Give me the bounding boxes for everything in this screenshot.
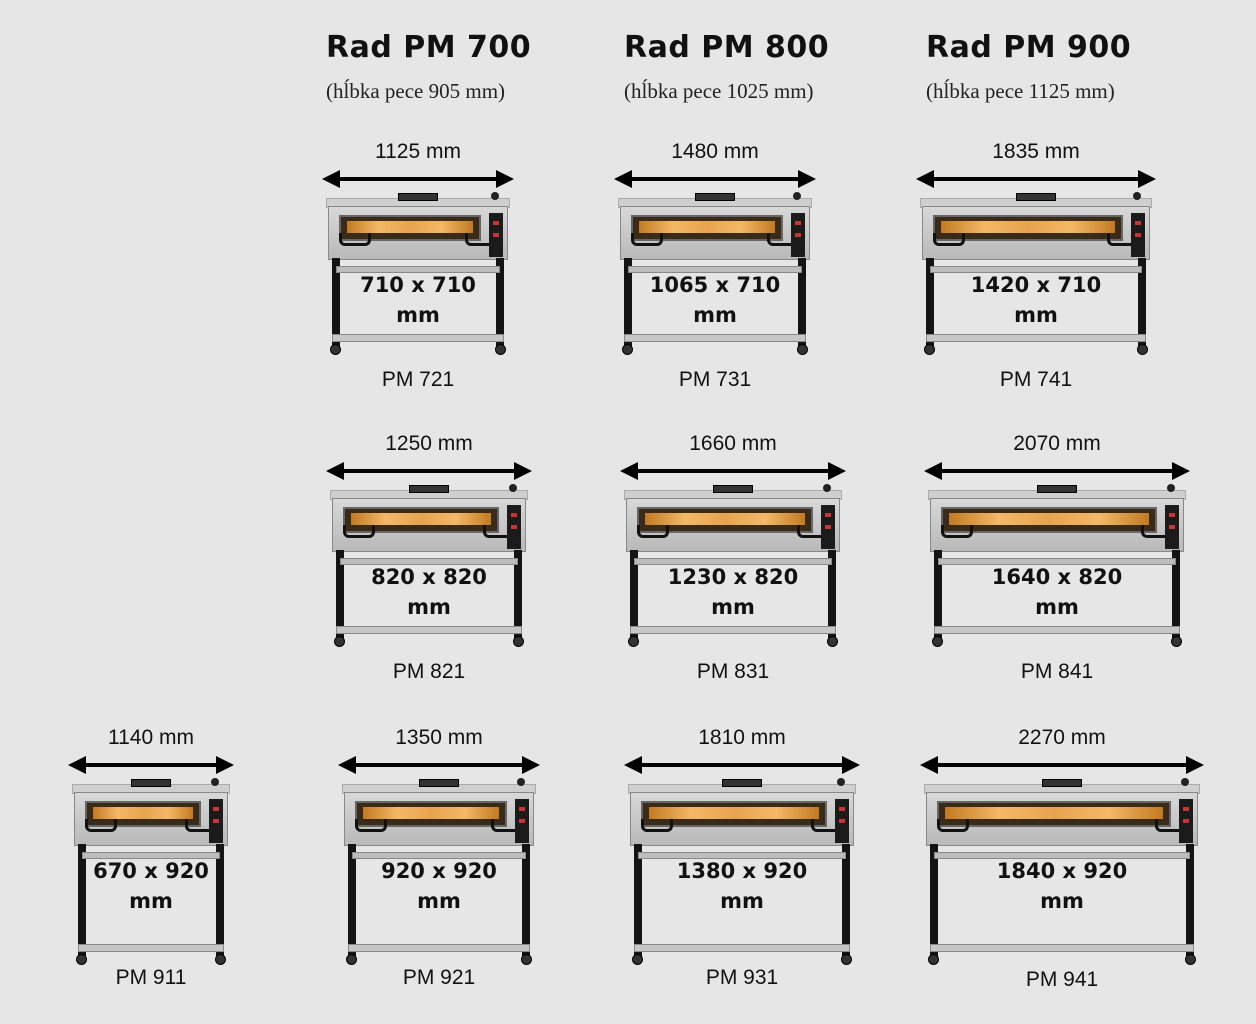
width-arrow: [338, 756, 540, 774]
model-label: PM 841: [1020, 660, 1094, 683]
oven-image: [628, 778, 856, 965]
width-label: 1350 mm: [395, 726, 483, 749]
column-header-pm700: Rad PM 700 (hĺbka pece 905 mm): [326, 30, 531, 104]
column-title: Rad PM 900: [926, 30, 1132, 65]
width-arrow: [614, 170, 816, 188]
model-label: PM 941: [1025, 968, 1099, 991]
column-title: Rad PM 700: [326, 30, 532, 65]
width-label: 2270 mm: [1018, 726, 1106, 749]
column-header-pm900: Rad PM 900 (hĺbka pece 1125 mm): [926, 30, 1131, 104]
width-label: 1835 mm: [992, 140, 1080, 163]
oven-image: [326, 192, 510, 355]
width-label: 2070 mm: [1013, 432, 1101, 455]
model-label: PM 911: [115, 966, 187, 989]
model-label: PM 731: [678, 368, 752, 391]
model-label: PM 921: [402, 966, 476, 989]
width-arrow: [924, 462, 1190, 480]
model-label: PM 821: [392, 660, 466, 683]
width-label: 1810 mm: [698, 726, 786, 749]
oven-image: [618, 192, 812, 355]
width-label: 1125 mm: [375, 140, 461, 163]
model-label: PM 931: [705, 966, 779, 989]
oven-image: [924, 778, 1200, 965]
width-arrow: [620, 462, 846, 480]
oven-image: [342, 778, 536, 965]
column-subtitle: (hĺbka pece 1125 mm): [926, 79, 1115, 103]
width-arrow: [326, 462, 532, 480]
column-title: Rad PM 800: [624, 30, 830, 65]
model-label: PM 721: [381, 368, 455, 391]
width-label: 1480 mm: [671, 140, 759, 163]
column-header-pm800: Rad PM 800 (hĺbka pece 1025 mm): [624, 30, 829, 104]
width-arrow: [322, 170, 514, 188]
oven-image: [920, 192, 1152, 355]
column-subtitle: (hĺbka pece 905 mm): [326, 79, 506, 103]
width-label: 1660 mm: [689, 432, 777, 455]
width-arrow: [624, 756, 860, 774]
oven-image: [928, 484, 1186, 647]
width-label: 1140 mm: [108, 726, 194, 749]
oven-image: [330, 484, 528, 647]
oven-image: [72, 778, 230, 965]
oven-image: [624, 484, 842, 647]
width-arrow: [68, 756, 234, 774]
width-label: 1250 mm: [385, 432, 473, 455]
model-label: PM 831: [696, 660, 770, 683]
model-label: PM 741: [999, 368, 1073, 391]
column-subtitle: (hĺbka pece 1025 mm): [624, 79, 814, 103]
width-arrow: [916, 170, 1156, 188]
width-arrow: [920, 756, 1204, 774]
